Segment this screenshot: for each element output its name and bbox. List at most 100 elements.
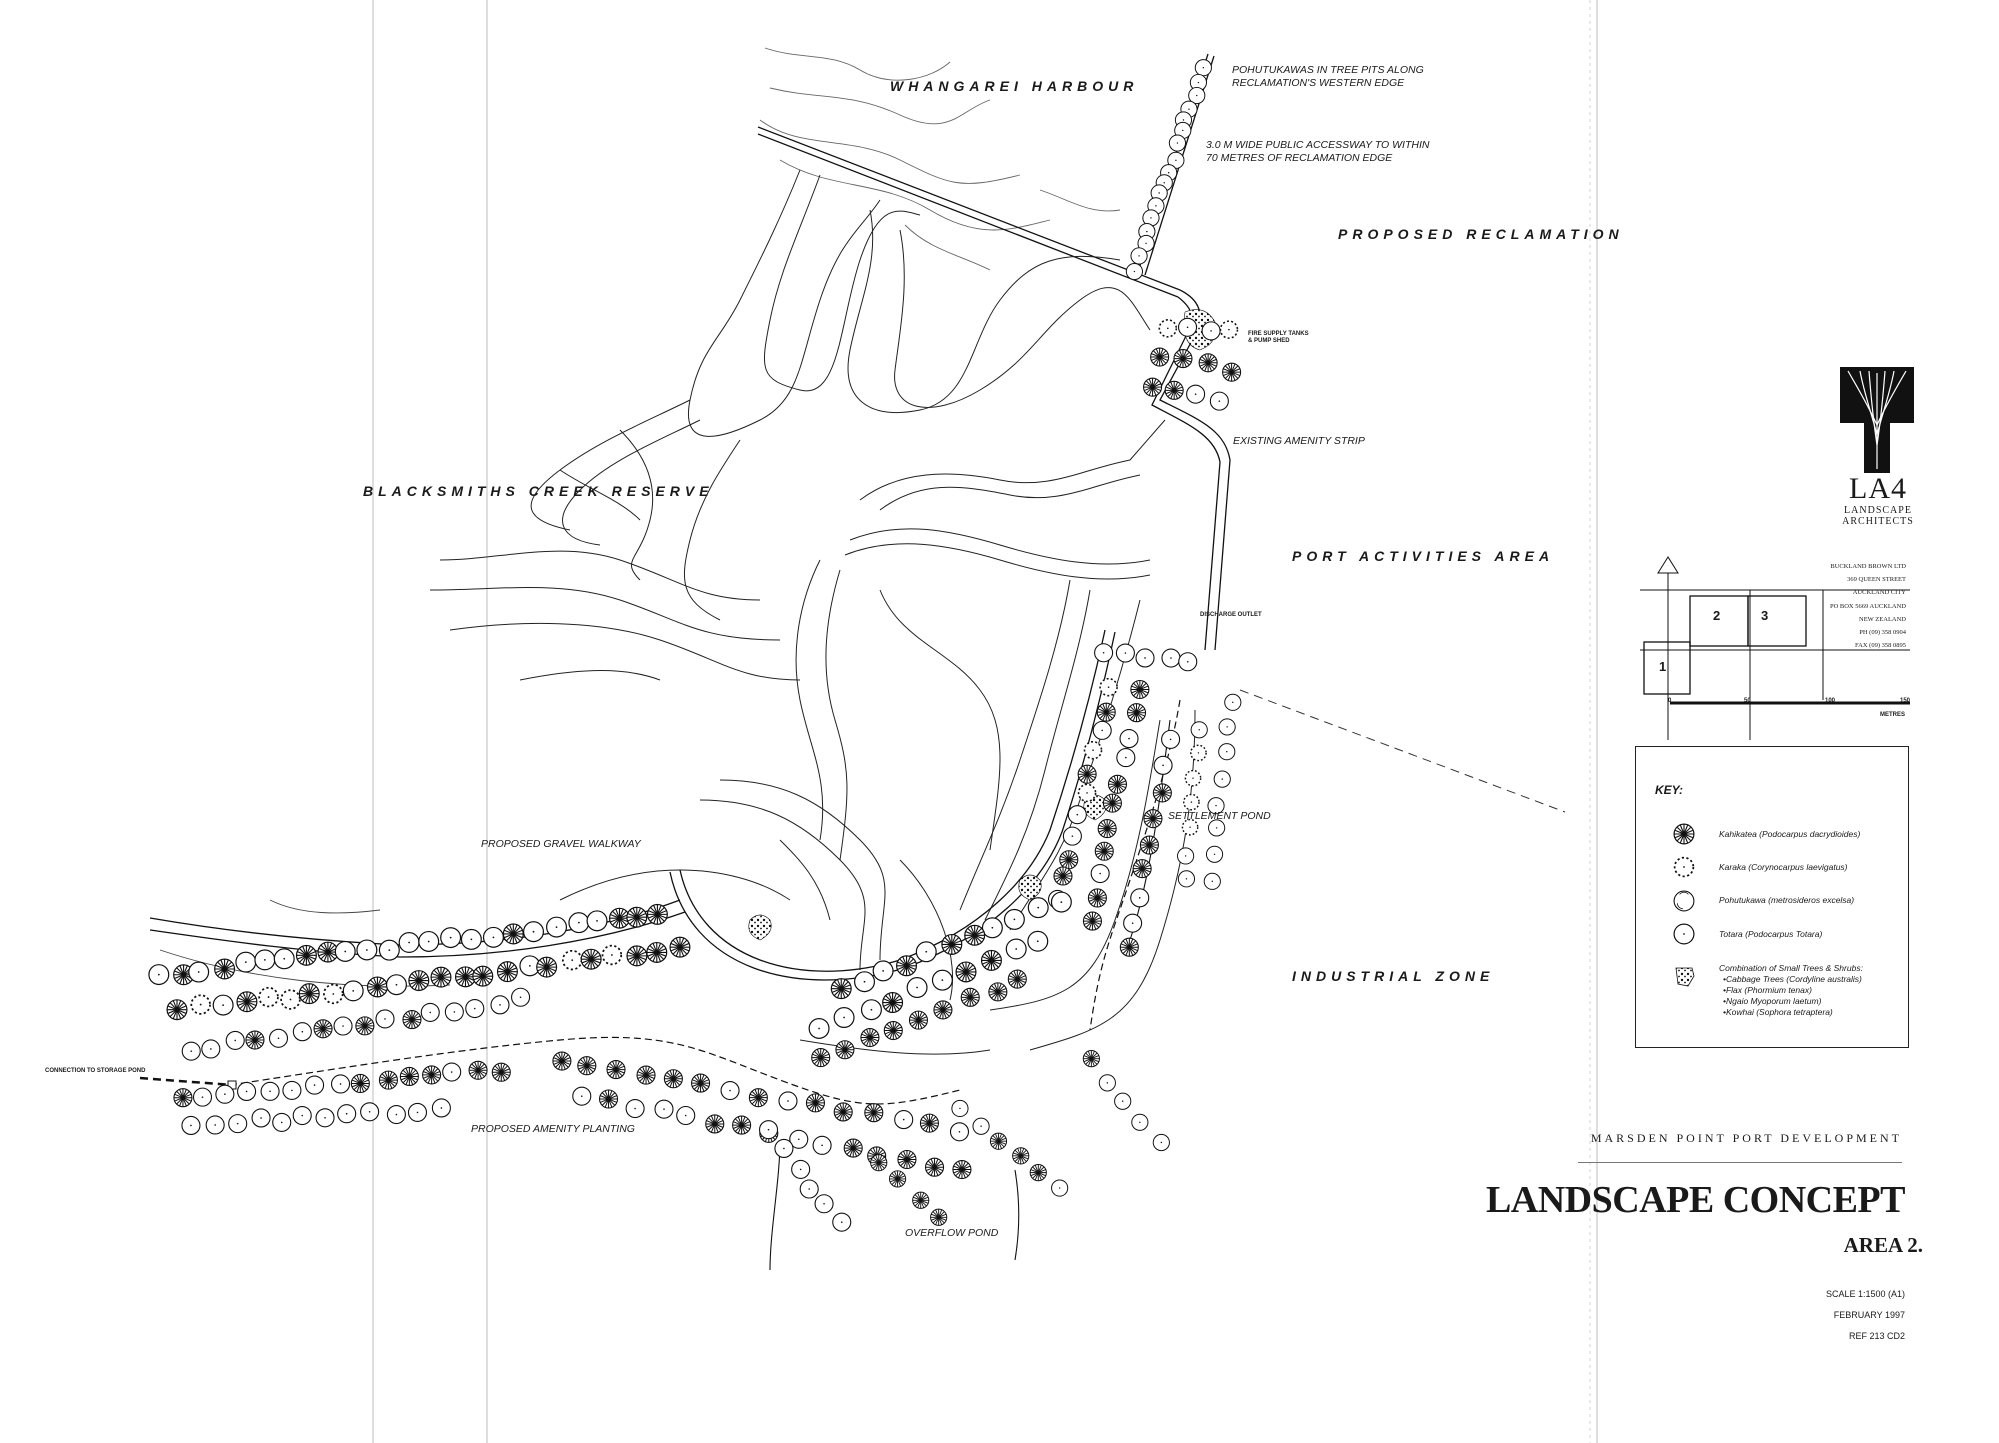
tot-tree <box>1161 648 1181 668</box>
scale-tick-150: 150 <box>1900 698 1911 704</box>
tot-tree <box>1218 743 1236 761</box>
tot-tree <box>972 1117 990 1135</box>
kah-tree <box>1102 793 1122 813</box>
kar-tree <box>1190 744 1207 762</box>
tot-tree <box>812 1135 832 1155</box>
legend-shrub-combination: Combination of Small Trees & Shrubs: •Ca… <box>1719 963 1863 1018</box>
project-name: MARSDEN POINT PORT DEVELOPMENT <box>1590 1131 1902 1145</box>
tot-tree <box>586 910 608 932</box>
kah-tree <box>748 1088 768 1108</box>
kah-tree <box>422 1065 442 1085</box>
kah-tree <box>864 1103 884 1123</box>
kah-tree <box>830 978 852 1000</box>
kah-tree <box>835 1040 855 1060</box>
address-line: AUCKLAND CITY <box>1852 589 1906 597</box>
kah-tree <box>496 961 518 983</box>
kah-tree <box>577 1056 597 1076</box>
tot-tree <box>1177 317 1198 337</box>
tot-tree <box>1003 908 1025 930</box>
key-plan-sheet-3: 3 <box>1761 608 1769 623</box>
tot-tree <box>1098 1074 1116 1092</box>
address-line: PH (09) 358 0904 <box>1859 629 1906 637</box>
kah-tree <box>166 999 188 1021</box>
tot-tree <box>1205 845 1224 863</box>
scale-tick-0: 0 <box>1668 698 1672 704</box>
kah-tree <box>636 1065 656 1085</box>
combo-title: Combination of Small Trees & Shrubs: <box>1719 963 1863 973</box>
tot-tree <box>292 1105 312 1126</box>
combo-item: •Cabbage Trees (Cordyline australis) <box>1723 974 1862 984</box>
tot-tree <box>799 1179 819 1199</box>
kah-tree <box>350 1073 370 1094</box>
storage-pond-connection-note: CONNECTION TO STORAGE POND <box>45 1068 146 1074</box>
tot-tree <box>676 1105 696 1126</box>
kah-tree <box>1029 1164 1047 1182</box>
tot-tree <box>460 928 482 950</box>
existing-amenity-strip-note: EXISTING AMENITY STRIP <box>1233 435 1365 447</box>
legend-pohutukawa: Pohutukawa (metrosideros excelsa) <box>1719 895 1855 905</box>
address-line: PO BOX 5669 AUCKLAND <box>1829 602 1906 610</box>
kah-tree <box>1164 380 1184 400</box>
kah-tree <box>298 983 320 1005</box>
kah-tree <box>236 991 258 1013</box>
tot-tree <box>375 1009 395 1029</box>
tot-tree <box>778 1091 798 1111</box>
tot-tree <box>1116 748 1136 768</box>
tot-tree <box>1135 648 1155 668</box>
kah-tree <box>669 936 691 958</box>
kar-tree <box>1219 320 1239 339</box>
discharge-outlet-note: DISCHARGE OUTLET <box>1200 612 1262 618</box>
kah-tree <box>552 1051 572 1071</box>
tot-tree <box>181 1041 201 1061</box>
tot-tree <box>625 1098 645 1119</box>
kar-tree <box>562 949 583 971</box>
kah-tree <box>173 1088 193 1108</box>
tot-tree <box>482 926 504 948</box>
kah-tree <box>378 1070 398 1090</box>
settlement-pond-note: SETTLEMENT POND <box>1168 810 1271 822</box>
tot-tree <box>546 916 568 938</box>
kah-tree <box>468 1060 488 1080</box>
kar-tree <box>323 983 344 1005</box>
tot-tree <box>951 1099 969 1118</box>
kah-tree <box>964 924 986 946</box>
tot-tree <box>192 1087 213 1107</box>
tot-tree <box>1115 643 1135 663</box>
kar-tree <box>1099 677 1118 697</box>
firm-address: BUCKLAND BROWN LTD 369 QUEEN STREET AUCK… <box>1760 560 1906 652</box>
tot-tree <box>398 931 420 953</box>
kah-tree <box>897 1149 917 1170</box>
kah-tree <box>1087 888 1107 908</box>
kah-tree <box>941 933 963 955</box>
industrial-zone-label: INDUSTRIAL ZONE <box>1292 968 1495 984</box>
accessway-note-line-2: 70 METRES OF RECLAMATION EDGE <box>1206 152 1393 164</box>
tot-tree <box>572 1086 592 1106</box>
tot-tree <box>378 939 400 961</box>
address-line: BUCKLAND BROWN LTD <box>1830 563 1906 570</box>
pohutukawa-note: POHUTUKAWAS IN TREE PITS ALONG RECLAMATI… <box>1232 64 1424 90</box>
tot-tree <box>791 1159 811 1179</box>
kah-tree <box>1053 866 1073 886</box>
tot-tree <box>832 1212 852 1232</box>
kah-tree <box>1130 679 1150 700</box>
kah-tree <box>1132 859 1152 879</box>
logo-line-1: LANDSCAPE <box>1844 505 1912 516</box>
kah-tree <box>313 1019 333 1039</box>
kah-tree <box>598 1089 619 1109</box>
kah-tree <box>989 1132 1008 1150</box>
kah-tree <box>1107 774 1128 794</box>
kar-tree <box>601 944 623 966</box>
tot-tree <box>235 951 257 973</box>
tot-tree <box>228 1114 248 1134</box>
tot-tree <box>654 1099 674 1119</box>
tot-tree <box>981 917 1003 939</box>
tot-tree <box>1094 643 1114 663</box>
tot-tree <box>342 980 364 1002</box>
kah-tree <box>811 1048 831 1068</box>
tot-tree <box>1027 930 1049 952</box>
tot-tree <box>1213 770 1231 788</box>
kah-tree <box>732 1115 752 1135</box>
tot-tree <box>260 1081 280 1101</box>
address-line: FAX (09) 358 0895 <box>1855 642 1906 650</box>
kah-tree <box>960 987 980 1007</box>
